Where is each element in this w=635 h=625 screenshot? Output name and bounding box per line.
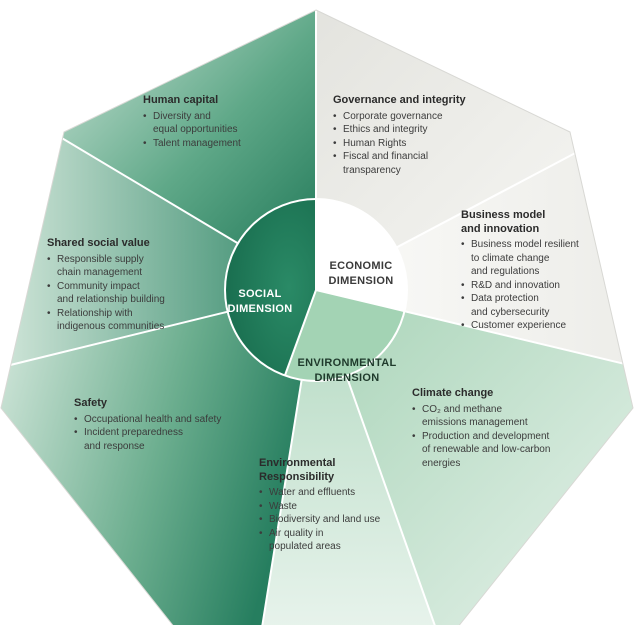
list-item: Responsible supply chain management	[47, 253, 197, 280]
segment-safety-text: Safety Occupational health and safety In…	[74, 397, 224, 453]
environmental-responsibility-title: Environmental Responsibility	[259, 457, 336, 483]
center-divider	[315, 289, 405, 313]
human-capital-title: Human capital	[143, 94, 219, 106]
safety-list: Occupational health and safety Incident …	[74, 413, 224, 454]
human-capital-list: Diversity and equal opportunities Talent…	[143, 110, 263, 151]
shared-social-value-title: Shared social value	[47, 237, 150, 249]
list-item: Business model resilient to climate chan…	[461, 238, 601, 279]
list-item: Air quality in populated areas	[259, 527, 399, 554]
segment-governance-text: Governance and integrity Corporate gover…	[333, 94, 483, 177]
economic-dimension-label: ECONOMIC DIMENSION	[328, 260, 394, 287]
center-social-sector	[225, 199, 316, 376]
segment-shared-social-value-text: Shared social value Responsible supply c…	[47, 237, 197, 334]
list-item: Water and effluents	[259, 486, 399, 500]
list-item: Occupational health and safety	[74, 413, 224, 427]
list-item: R&D and innovation	[461, 279, 601, 293]
heptagon-outline	[0, 9, 634, 625]
list-item: Relationship with indigenous communities	[47, 307, 197, 334]
social-dimension-label: SOCIAL DIMENSION	[227, 288, 293, 315]
list-item: Fiscal and financial transparency	[333, 150, 483, 177]
center-economic-sector	[316, 199, 407, 312]
list-item: CO₂ and methane emissions management	[412, 403, 562, 430]
segment-environmental-responsibility-text: Environmental Responsibility Water and e…	[259, 457, 399, 554]
list-item: Biodiversity and land use	[259, 513, 399, 527]
list-item: Human Rights	[333, 137, 483, 151]
center-divider	[283, 289, 317, 376]
safety-title: Safety	[74, 397, 108, 409]
center-environmental-sector	[284, 290, 405, 381]
business-model-list: Business model resilient to climate chan…	[461, 238, 601, 333]
climate-change-title: Climate change	[412, 387, 494, 399]
segment-human-capital-text: Human capital Diversity and equal opport…	[143, 94, 263, 150]
climate-change-list: CO₂ and methane emissions management Pro…	[412, 403, 562, 471]
business-model-title: Business model and innovation	[461, 209, 546, 235]
shared-social-value-list: Responsible supply chain management Comm…	[47, 253, 197, 334]
list-item: Diversity and equal opportunities	[143, 110, 263, 137]
list-item: Waste	[259, 500, 399, 514]
list-item: Ethics and integrity	[333, 123, 483, 137]
governance-list: Corporate governance Ethics and integrit…	[333, 110, 483, 178]
segment-climate-change-text: Climate change CO₂ and methane emissions…	[412, 387, 562, 470]
list-item: Talent management	[143, 137, 263, 151]
list-item: Corporate governance	[333, 110, 483, 124]
list-item: Data protection and cybersecurity	[461, 292, 601, 319]
list-item: Community impact and relationship buildi…	[47, 280, 197, 307]
governance-title: Governance and integrity	[333, 94, 466, 106]
list-item: Production and development of renewable …	[412, 430, 562, 471]
environmental-dimension-label: ENVIRONMENTAL DIMENSION	[297, 357, 397, 384]
environmental-responsibility-list: Water and effluents Waste Biodiversity a…	[259, 486, 399, 554]
segment-business-model-text: Business model and innovation Business m…	[461, 209, 601, 333]
center-circle-outline	[224, 198, 408, 382]
list-item: Incident preparedness and response	[74, 426, 224, 453]
list-item: Customer experience	[461, 319, 601, 333]
